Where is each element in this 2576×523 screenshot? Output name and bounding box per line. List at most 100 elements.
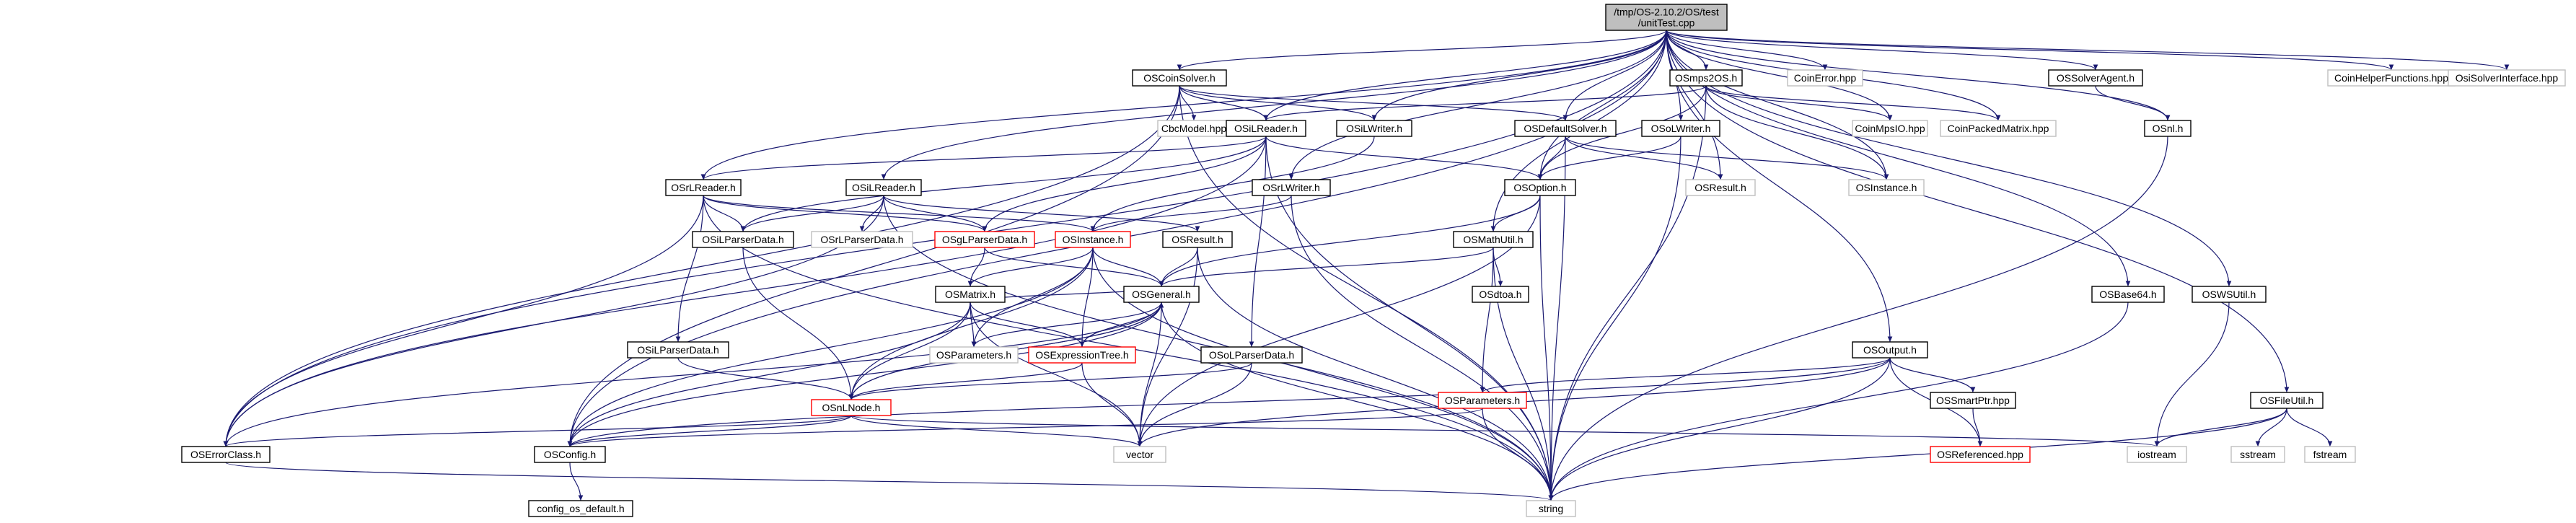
node-coinmpsio[interactable]: CoinMpsIO.hpp (1852, 120, 1928, 137)
node-osnlnode[interactable]: OSnLNode.h (811, 399, 892, 416)
node-osmps2os[interactable]: OSmps2OS.h (1669, 69, 1743, 87)
node-osparameters[interactable]: OSParameters.h (929, 346, 1019, 364)
node-oslreader[interactable]: OSiLReader.h (845, 179, 922, 196)
edge-oscoinsolver-to-oserrorclass (223, 85, 1180, 447)
node-osoutput[interactable]: OSOutput.h (1852, 341, 1928, 359)
node-osilparserdata[interactable]: OSiLParserData.h (692, 231, 794, 248)
edge-osoutput-to-osconfig (567, 357, 1891, 447)
node-osbase64[interactable]: OSBase64.h (2091, 286, 2165, 303)
node-label: OSoLParserData.h (1209, 349, 1294, 361)
node-oserrorclass[interactable]: OSErrorClass.h (181, 446, 271, 463)
node-unittest[interactable]: /tmp/OS-2.10.2/OS/test/unitTest.cpp (1605, 4, 1728, 31)
node-label: OSErrorClass.h (190, 449, 261, 460)
node-osilwriter_top[interactable]: OSiLWriter.h (1336, 120, 1412, 137)
node-osreferenced[interactable]: OSReferenced.hpp (1930, 446, 2031, 463)
node-fstream[interactable]: fstream (2304, 446, 2356, 463)
node-string[interactable]: string (1526, 500, 1576, 517)
node-sstream[interactable]: sstream (2230, 446, 2285, 463)
node-vector[interactable]: vector (1113, 446, 1166, 463)
node-osolparserdata[interactable]: OSoLParserData.h (1200, 346, 1303, 364)
edge-osolwriter-to-string (1548, 136, 1682, 501)
node-label: CoinPackedMatrix.hpp (1948, 123, 2049, 134)
edge-oscoinsolver-to-osilwriter_top (1179, 85, 1377, 121)
node-osinstance[interactable]: OSInstance.h (1055, 231, 1131, 248)
edge-osdefaultsolver-to-osinstance_gray (1565, 136, 1889, 180)
node-osrlparserdata2[interactable]: OSiLParserData.h (627, 341, 729, 359)
edge-oslreader-to-osresult (883, 195, 1200, 232)
edge-osnl-to-string (1548, 136, 2168, 501)
node-label: OSiLParserData.h (637, 344, 719, 356)
edge-unittest-to-osdefaultsolver (1562, 30, 1667, 121)
node-osmathutil[interactable]: OSMathUtil.h (1453, 231, 1534, 248)
node-osresult[interactable]: OSResult.h (1162, 231, 1233, 248)
node-box (1252, 179, 1331, 196)
node-coinerror[interactable]: CoinError.hpp (1787, 69, 1863, 87)
node-osresult_gray[interactable]: OSResult.h (1685, 179, 1756, 196)
node-label: OSMathUtil.h (1463, 234, 1523, 245)
node-box (1787, 69, 1863, 87)
node-box (2091, 286, 2165, 303)
edge-osgeneral-to-osparameters (971, 302, 1162, 348)
node-label: OSInstance.h (1063, 234, 1124, 245)
node-osrlwriter[interactable]: OSrLWriter.h (1252, 179, 1331, 196)
edge-osmps2os-to-osoption (1537, 85, 1707, 180)
edge-oscoinsolver-to-osconfig (567, 85, 1180, 447)
node-osilreader_top[interactable]: OSiLReader.h (1226, 120, 1306, 137)
node-coinpackedmatrix[interactable]: CoinPackedMatrix.hpp (1940, 120, 2057, 137)
node-box (1132, 69, 1227, 87)
node-osrlreader[interactable]: OSrLReader.h (665, 179, 742, 196)
node-osisolver[interactable]: OsiSolverInterface.hpp (2448, 69, 2566, 87)
edge-unittest-to-osisolver (1666, 30, 2510, 71)
node-label: OSGeneral.h (1132, 289, 1191, 300)
node-osgeneral[interactable]: OSGeneral.h (1123, 286, 1200, 303)
node-config_os_default[interactable]: config_os_default.h (528, 500, 633, 517)
node-osdtoa[interactable]: OSdtoa.h (1472, 286, 1529, 303)
node-coinhelper[interactable]: CoinHelperFunctions.hpp (2327, 69, 2456, 87)
node-osmatrix[interactable]: OSMatrix.h (935, 286, 1006, 303)
node-label: OSDefaultSolver.h (1524, 123, 1606, 134)
node-box (2448, 69, 2566, 87)
node-osolwriter[interactable]: OSoLWriter.h (1641, 120, 1720, 137)
edge-osilreader_top-to-string (1265, 136, 1554, 501)
node-osfileutil[interactable]: OSFileUtil.h (2250, 392, 2324, 409)
node-label: OsiSolverInterface.hpp (2456, 72, 2559, 84)
edge-osdefaultsolver-to-osoption (1537, 136, 1566, 180)
node-osoption[interactable]: OSOption.h (1504, 179, 1576, 196)
node-box (1472, 286, 1529, 303)
node-box (1685, 179, 1756, 196)
edge-osdefaultsolver-to-osresult_gray (1565, 136, 1723, 180)
node-osparameters_red[interactable]: OSParameters.h (1438, 392, 1527, 409)
node-osconfig[interactable]: OSConfig.h (534, 446, 606, 463)
node-cbcmodel[interactable]: CbcModel.hpp (1157, 120, 1231, 137)
node-label: OSnLNode.h (822, 402, 881, 413)
edge-osgeneral-to-osconfig (567, 302, 1162, 447)
node-ossolveragent[interactable]: OSSolverAgent.h (2048, 69, 2143, 87)
edge-osrlreader-to-oserrorclass (223, 195, 704, 447)
node-osglparserdata[interactable]: OSgLParserData.h (934, 231, 1035, 248)
edge-osoutput-to-ossmartptr (1889, 357, 1976, 393)
node-osinstance_gray[interactable]: OSInstance.h (1848, 179, 1925, 196)
node-label: CoinError.hpp (1794, 72, 1857, 84)
node-label: OSWSUtil.h (2202, 289, 2256, 300)
edge-osinstance-to-osmatrix (967, 247, 1094, 287)
edge-osrlreader-to-osilparserdata (703, 195, 746, 232)
edge-unittest-to-osnl (1666, 30, 2171, 121)
node-iostream[interactable]: iostream (2127, 446, 2187, 463)
edge-osinstance-to-string (1092, 247, 1554, 501)
edge-osnlnode-to-oserrorclass (223, 415, 852, 447)
node-box (1605, 4, 1728, 31)
edge-osresult-to-vector (1137, 247, 1198, 447)
node-box (929, 346, 1019, 364)
node-osrlparserdata[interactable]: OSrLParserData.h (811, 231, 913, 248)
node-label: OSBase64.h (2099, 289, 2156, 300)
node-label: OSiLReader.h (852, 182, 915, 193)
node-oswsutil[interactable]: OSWSUtil.h (2192, 286, 2267, 303)
node-osdefaultsolver[interactable]: OSDefaultSolver.h (1514, 120, 1617, 137)
node-ossmartptr[interactable]: OSSmartPtr.hpp (1930, 392, 2016, 409)
node-osnl[interactable]: OSnl.h (2144, 120, 2192, 137)
node-box (1055, 231, 1131, 248)
node-osexpressiontree[interactable]: OSExpressionTree.h (1028, 346, 1136, 364)
node-oscoinsolver[interactable]: OSCoinSolver.h (1132, 69, 1227, 87)
edge-osnlnode-to-osconfig (567, 415, 852, 447)
node-label: OSOutput.h (1863, 344, 1917, 356)
